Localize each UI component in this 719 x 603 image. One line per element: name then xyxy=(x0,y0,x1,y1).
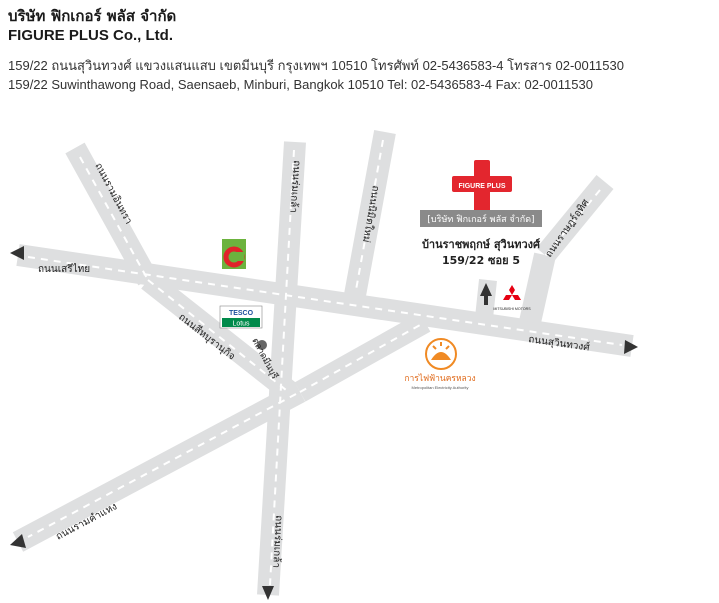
figure-plus-logo: FIGURE PLUS xyxy=(452,160,512,220)
arrow-north-icon xyxy=(480,283,492,296)
arrow-southwest-icon xyxy=(10,534,26,548)
road-centerlines xyxy=(27,139,623,586)
tesco-text: TESCO xyxy=(229,310,254,317)
figure-plus-logo-text: FIGURE PLUS xyxy=(458,183,505,190)
company-name-english: FIGURE PLUS Co., Ltd. xyxy=(8,27,173,44)
big-c-landmark xyxy=(222,239,246,269)
address-english: 159/22 Suwinthawong Road, Saensaeb, Minb… xyxy=(8,77,593,92)
direction-arrows xyxy=(10,246,638,600)
arrow-east-icon xyxy=(624,340,638,354)
mea-landmark: การไฟฟ้านครหลวง Metropolitan Electricity… xyxy=(404,338,476,390)
road-label-seri-thai: ถนนเสรีไทย xyxy=(38,263,90,275)
arrow-west-icon xyxy=(10,246,24,260)
tesco-lotus-landmark: TESCO Lotus xyxy=(219,305,263,329)
road-label-rattana: ถนนร่มเกล้า xyxy=(287,160,303,214)
mea-label-english: Metropolitan Electricity Authority xyxy=(412,385,469,390)
location-map: ถนนเสรีไทย ถนนสุวินทวงศ์ ถนนรามอินทรา ถน… xyxy=(10,130,638,600)
mitsubishi-label: MITSUBISHI MOTORS xyxy=(493,307,531,311)
arrow-south-icon xyxy=(262,586,274,600)
road-label-rom-klao: ถนนร่มเกล้า xyxy=(270,515,285,568)
soi-label: 159/22 ซอย 5 xyxy=(442,254,520,267)
lotus-text: Lotus xyxy=(232,321,250,328)
address-thai: 159/22 ถนนสุวินทวงศ์ แขวงแสนแสบ เขตมีนบุ… xyxy=(8,58,624,73)
dot-marker-icon xyxy=(257,340,267,350)
road-network xyxy=(12,130,634,596)
village-label: บ้านราชพฤกษ์ สุวินทวงศ์ xyxy=(422,238,541,252)
company-box xyxy=(420,210,542,227)
mitsubishi-landmark: MITSUBISHI MOTORS xyxy=(493,285,531,311)
company-name-thai: บริษัท ฟิกเกอร์ พลัส จำกัด xyxy=(8,7,177,25)
mea-label-thai: การไฟฟ้านครหลวง xyxy=(404,373,475,384)
company-box-label: [บริษัท ฟิกเกอร์ พลัส จำกัด] xyxy=(427,213,534,225)
road-ratchada-lower xyxy=(519,252,556,325)
road-label-ratchada: ถนนราษฎร์อุทิศ xyxy=(543,196,592,259)
diamond-logo-icon xyxy=(503,285,521,300)
